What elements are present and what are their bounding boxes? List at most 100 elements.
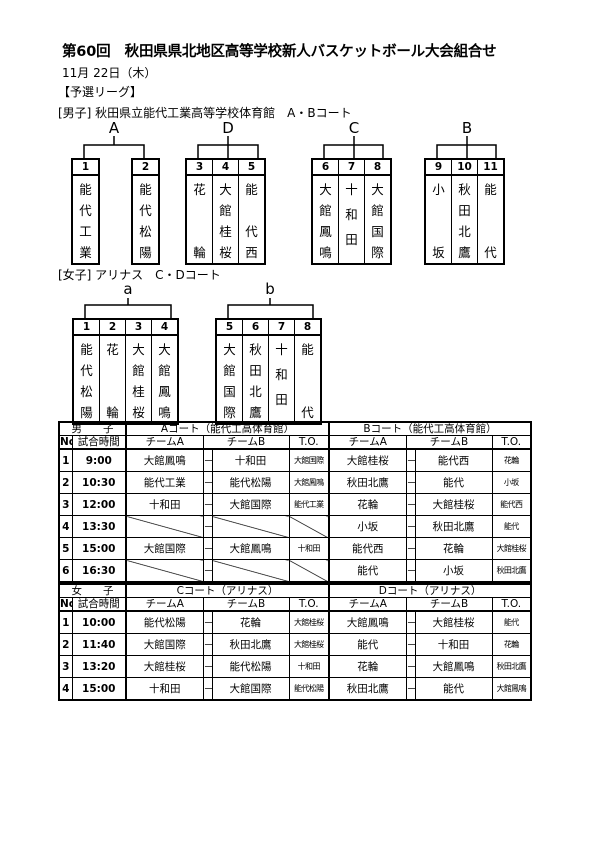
court-a-header: Aコート（能代工高体育館） [125,421,330,436]
match-number: 3 [58,655,73,678]
team-b-cell: 大館桂桜 [414,610,493,634]
vs-dash: － [405,633,416,656]
team-name-char: 輪 [106,405,119,420]
team-name-char: 大 [219,182,232,197]
team-name-char: 松 [139,224,152,239]
men-section-label: 男 子 [58,421,127,436]
team-number: 9 [424,158,452,176]
team-name-char: 秋 [249,342,262,357]
team-name-char: 松 [80,384,93,399]
table-official-cell: 能代工業 [288,493,330,516]
team-number: 4 [151,318,179,336]
team-name-char: 際 [223,405,236,420]
team-number: 1 [72,318,100,336]
team-a-cell: 能代工業 [125,471,204,494]
women-venue: [女子] アリナス C・Dコート [58,268,221,282]
table-official-cell: 大館鳳鳴 [288,471,330,494]
table-official-cell: 能代 [491,515,532,538]
team-name-char: 工 [79,224,92,239]
match-time: 13:20 [71,655,127,678]
group-box-b: 5 6 7 8 大館国際 秋田北鷹 十和田 能代 [215,318,322,425]
match-time: 13:30 [71,515,127,538]
team-b-cell: 花輪 [414,537,493,560]
team-number: 10 [451,158,478,176]
team-number: 6 [242,318,269,336]
table-official-cell [288,515,330,538]
match-time: 15:00 [71,677,127,701]
vs-dash: － [405,559,416,583]
match-number: 1 [58,610,73,634]
table-official-cell: 十和田 [288,537,330,560]
team-a-cell: 能代松陽 [125,610,204,634]
col-team-a-header: チームA [125,435,204,450]
match-time: 10:00 [71,610,127,634]
col-to-header: T.O. [288,597,330,612]
match-number: 2 [58,633,73,656]
team-number: 3 [125,318,152,336]
col-team-a-header: チームA [125,597,204,612]
team-name-char: 際 [371,245,384,260]
team-name-char: 和 [345,207,358,222]
vs-dash: － [405,677,416,701]
table-official-cell: 能代松陽 [288,677,330,701]
team-box-1: 1 能代工業 [71,158,100,265]
team-a-cell: 能代 [328,633,407,656]
team-name-char: 代 [484,245,497,260]
team-name-char: 坂 [432,245,445,260]
team-a-cell: 花輪 [328,655,407,678]
court-b-header: Bコート（能代工高体育館） [327,421,532,436]
team-name-char: 田 [249,363,262,378]
col-team-a-header: チームA [328,435,407,450]
col-to-header: T.O. [491,597,532,612]
team-number: 7 [338,158,365,176]
table-official-cell: 大館桂桜 [288,610,330,634]
team-a-cell: 十和田 [125,493,204,516]
vs-dash: － [202,559,213,583]
team-b-cell: 小坂 [414,559,493,583]
team-name-char: 花 [193,182,206,197]
team-b-cell: 大館鳳鳴 [414,655,493,678]
vs-dash: － [405,493,416,516]
team-a-cell: 能代 [328,559,407,583]
team-name-char: 桜 [219,245,232,260]
team-b-cell: 十和田 [414,633,493,656]
team-name-char: 代 [301,405,314,420]
table-official-cell: 花輪 [491,633,532,656]
table-official-cell: 秋田北鷹 [491,559,532,583]
team-number: 5 [215,318,243,336]
team-name-char: 十 [345,182,358,197]
court-d-header: Dコート（アリナス） [328,583,532,598]
table-official-cell: 花輪 [491,448,532,472]
table-official-cell: 小坂 [491,471,532,494]
team-a-cell [125,515,204,538]
team-name-char: 大 [371,182,384,197]
team-name-char: 能 [80,342,93,357]
team-number: 3 [185,158,213,176]
team-a-cell: 秋田北鷹 [328,471,407,494]
col-team-b-header: チームB [405,435,493,450]
men-schedule-table: 男 子 Aコート（能代工高体育館） Bコート（能代工高体育館） No. 試合時間… [58,421,533,583]
team-name-char: 館 [158,363,171,378]
match-date: 11月 22日（木） [62,66,157,80]
col-team-b-header: チームB [202,597,290,612]
match-time: 15:00 [71,537,127,560]
section-heading: 【予選リーグ】 [58,85,143,99]
group-label-a: a [123,280,133,298]
team-name-char: 陽 [80,405,93,420]
vs-dash: － [202,448,213,472]
col-no-header: No. [58,435,73,450]
team-box-2: 2 能代松陽 [131,158,160,265]
team-a-cell: 大館鳳鳴 [125,448,204,472]
team-name-char: 代 [79,203,92,218]
match-number: 4 [58,515,73,538]
men-venue: [男子] 秋田県立能代工業高等学校体育館 A・Bコート [58,106,352,120]
team-name-char: 館 [371,203,384,218]
team-a-cell: 小坂 [328,515,407,538]
vs-dash: － [202,471,213,494]
table-official-cell: 大館鳳鳴 [491,677,532,701]
